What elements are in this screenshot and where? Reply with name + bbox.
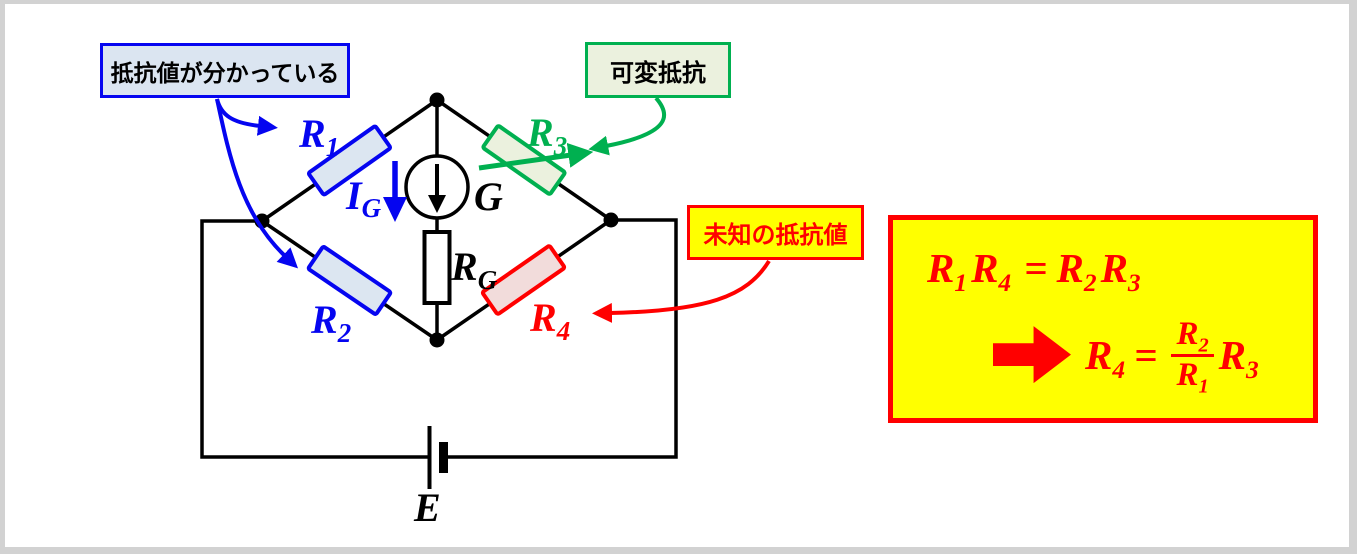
label-galvanometer-current: IG — [345, 173, 382, 223]
resistor-r4 — [480, 244, 567, 316]
fraction-denominator: R1 — [1176, 356, 1209, 398]
resistor-r2 — [306, 245, 393, 316]
label-galvanometer-resistance: RG — [450, 244, 498, 295]
callout-unknown-resistance-label: 未知の抵抗値 — [703, 222, 848, 249]
equals-sign: = — [1134, 331, 1158, 378]
resistor-r1 — [307, 124, 392, 197]
eq-term: R4 — [971, 245, 1012, 298]
outer-loop-right-wire — [443, 218, 678, 459]
eq-term: R3 — [1218, 331, 1259, 384]
arrow-unknown-to-r4-icon — [592, 259, 771, 323]
equals-sign: = — [1024, 245, 1048, 291]
label-r2: R2 — [310, 297, 351, 348]
fraction-numerator: R2 — [1171, 317, 1214, 357]
variable-resistor-arrow-icon — [478, 142, 594, 171]
outer-loop-left-wire — [200, 219, 429, 459]
galvanometer-resistor-body — [422, 230, 452, 305]
eq-term: R4 — [1085, 331, 1126, 384]
callout-unknown-resistance: 未知の抵抗値 — [687, 205, 864, 260]
node-top — [429, 92, 445, 108]
current-direction-arrow-icon — [383, 161, 407, 222]
arrow-variable-to-r3-icon — [588, 96, 667, 156]
battery-symbol — [427, 426, 448, 489]
arrow-known-to-r2-icon — [215, 98, 299, 269]
node-right — [603, 212, 619, 228]
eq-term: R2 — [1056, 245, 1097, 298]
eq-term: R1 — [927, 245, 968, 298]
callout-variable-resistor-label: 可変抵抗 — [610, 59, 706, 87]
callout-variable-resistor: 可変抵抗 — [585, 42, 731, 98]
callout-known-resistance: 抵抗値が分かっている — [100, 43, 350, 98]
eq-term: R3 — [1100, 245, 1141, 298]
galvanometer-arrow-icon — [428, 164, 446, 213]
implies-arrow-icon — [993, 326, 1071, 384]
label-galvanometer: G — [474, 174, 503, 219]
node-bottom — [429, 332, 445, 348]
callout-known-resistance-label: 抵抗値が分かっている — [110, 59, 340, 86]
label-r4: R4 — [529, 295, 570, 346]
label-battery: E — [413, 485, 441, 530]
label-r1: R1 — [298, 111, 339, 162]
label-r3: R3 — [526, 110, 567, 161]
balance-equation: R1R4 =R2R3 — [927, 244, 1145, 298]
